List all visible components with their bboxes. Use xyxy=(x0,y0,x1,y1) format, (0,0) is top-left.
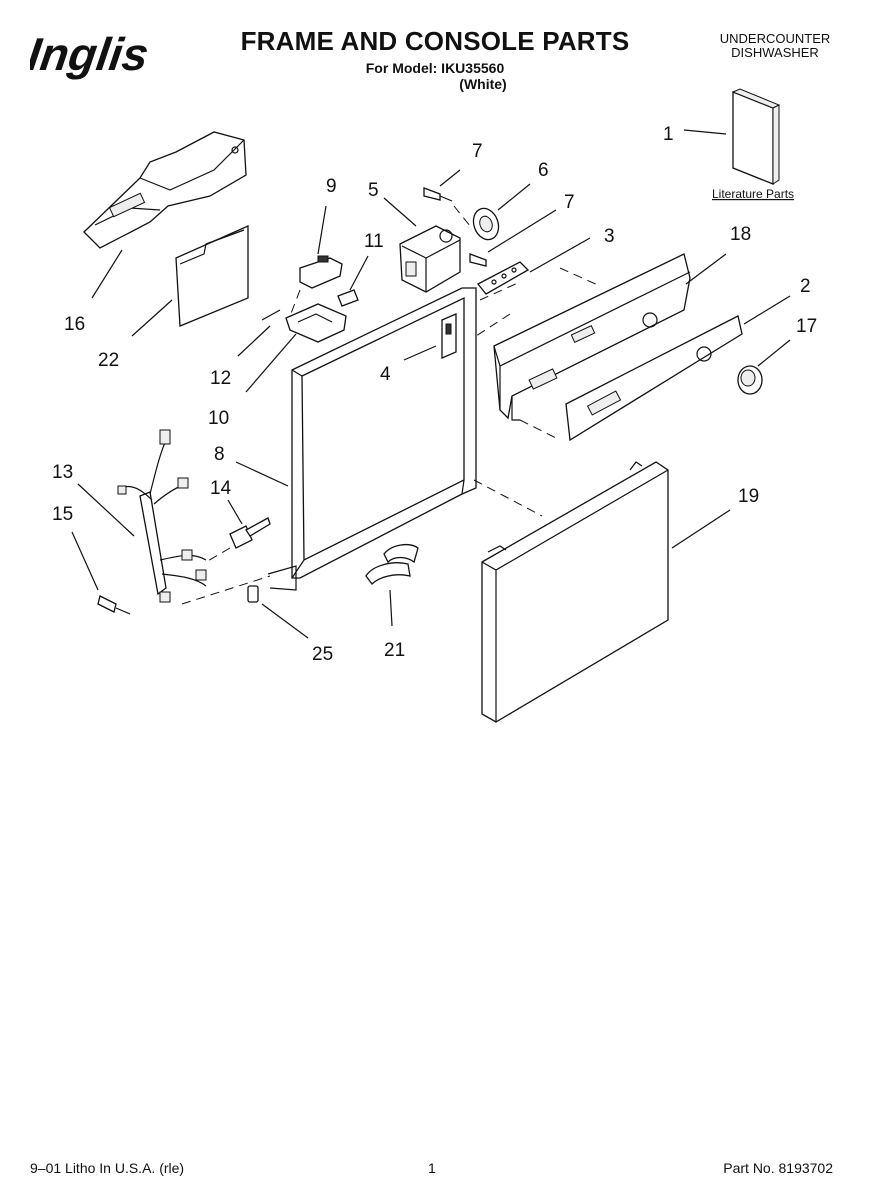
appliance-line-1: UNDERCOUNTER xyxy=(719,31,831,46)
part-console-panel[interactable] xyxy=(565,315,743,442)
callout-15: 15 xyxy=(52,504,73,525)
brand-logo-text: Inglis xyxy=(30,28,152,80)
part-screw-side[interactable] xyxy=(97,595,131,615)
callout-9: 9 xyxy=(326,176,337,197)
callout-6: 6 xyxy=(538,160,549,181)
footer-litho: 9–01 Litho In U.S.A. (rle) xyxy=(30,1160,185,1176)
model-info: For Model: IKU35560 (White) xyxy=(330,60,540,92)
brand-logo: Inglis xyxy=(30,28,152,80)
part-bumper[interactable] xyxy=(247,585,259,603)
alignment-lines xyxy=(181,205,601,605)
part-switch[interactable] xyxy=(299,255,343,289)
callout-25: 25 xyxy=(312,644,333,665)
callout-8: 8 xyxy=(214,444,225,465)
callout-16: 16 xyxy=(64,314,85,335)
literature-parts-label: Literature Parts xyxy=(712,187,794,201)
callout-22: 22 xyxy=(98,350,119,371)
callout-5: 5 xyxy=(368,180,379,201)
part-sensor[interactable] xyxy=(229,517,271,549)
part-wire-harness[interactable] xyxy=(117,429,207,603)
part-switch-holder[interactable] xyxy=(285,303,347,343)
callout-17: 17 xyxy=(796,316,817,337)
part-door-frame[interactable] xyxy=(267,287,477,591)
model-line: For Model: IKU35560 xyxy=(365,60,505,76)
callout-7-upper: 7 xyxy=(472,141,483,162)
color-line: (White) xyxy=(459,76,507,92)
part-screw-upper[interactable] xyxy=(423,187,453,202)
part-literature-booklet[interactable] xyxy=(731,88,781,185)
part-controller[interactable] xyxy=(399,225,461,293)
callout-14: 14 xyxy=(210,478,232,499)
callout-19: 19 xyxy=(738,486,759,507)
callout-7-lower: 7 xyxy=(564,192,575,213)
callout-4: 4 xyxy=(380,364,391,385)
callout-13: 13 xyxy=(52,462,73,483)
part-rod[interactable] xyxy=(261,309,281,321)
part-outer-door-panel[interactable] xyxy=(481,461,669,723)
part-knob[interactable] xyxy=(737,365,763,395)
part-latch[interactable] xyxy=(441,313,457,359)
leader-lines xyxy=(71,129,791,639)
part-screw-lower[interactable] xyxy=(469,253,487,267)
part-cam[interactable] xyxy=(469,205,502,243)
callout-1: 1 xyxy=(663,124,674,145)
callout-18: 18 xyxy=(730,224,751,245)
callout-12: 12 xyxy=(210,368,231,389)
callout-10: 10 xyxy=(208,408,229,429)
part-top-bracket[interactable] xyxy=(83,131,247,249)
appliance-line-2: DISHWASHER xyxy=(731,45,819,60)
page-title: FRAME AND CONSOLE PARTS xyxy=(240,26,630,56)
appliance-type: UNDERCOUNTER DISHWASHER xyxy=(690,32,860,60)
footer-part-number: Part No. 8193702 xyxy=(723,1160,833,1176)
callout-11: 11 xyxy=(364,231,384,252)
callout-3: 3 xyxy=(604,226,615,247)
callout-2: 2 xyxy=(800,276,811,297)
callout-21: 21 xyxy=(384,640,405,661)
part-connector[interactable] xyxy=(337,289,359,307)
footer-page-number: 1 xyxy=(428,1160,436,1176)
part-console-frame[interactable] xyxy=(493,253,691,421)
part-bracket-plate[interactable] xyxy=(476,261,530,295)
callouts: 1 2 3 4 5 6 7 7 8 9 10 11 12 13 14 15 16… xyxy=(52,124,817,665)
part-insulation-panel[interactable] xyxy=(175,224,249,327)
part-hinge-clip[interactable] xyxy=(365,543,419,585)
